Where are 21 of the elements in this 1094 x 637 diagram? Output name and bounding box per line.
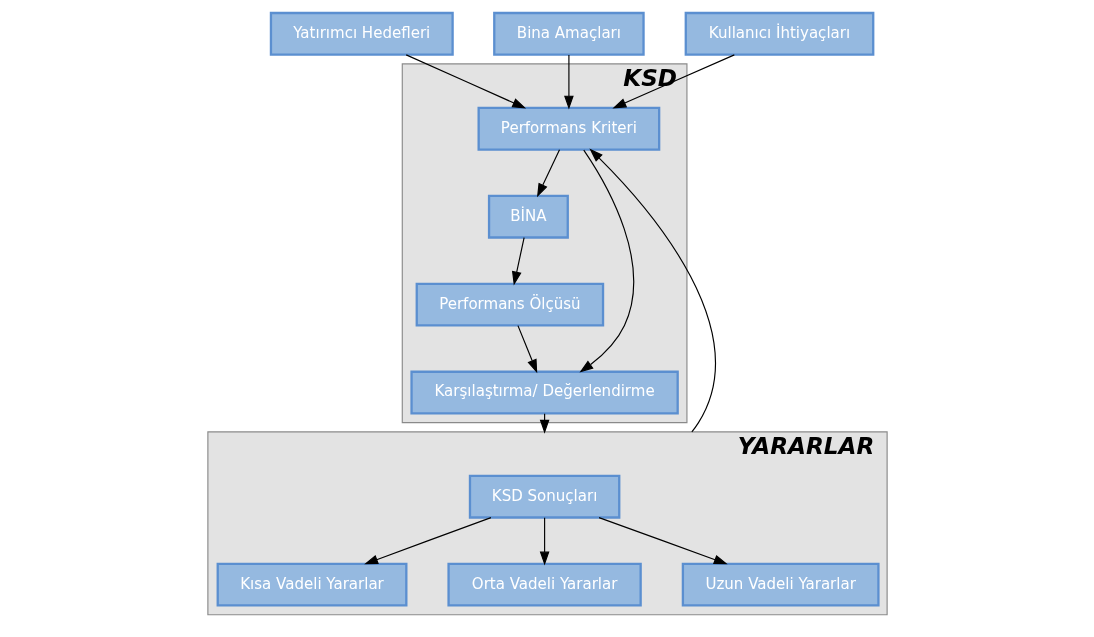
arrow xyxy=(511,237,525,286)
arrow xyxy=(611,54,735,109)
node-box: Performans Ölçüsü xyxy=(415,282,604,327)
node-box: Kısa Vadeli Yararlar xyxy=(216,562,407,607)
arrow xyxy=(363,517,492,565)
node-box: KSD Sonuçları xyxy=(468,474,620,519)
arrow xyxy=(536,149,560,198)
node-box: Orta Vadeli Yararlar xyxy=(446,562,642,607)
arrow xyxy=(539,517,549,566)
node-box: Uzun Vadeli Yararlar xyxy=(681,562,880,607)
arrow xyxy=(516,325,537,374)
node-box: BİNA xyxy=(487,194,569,239)
node-box: Yatırımcı Hedefleri xyxy=(269,11,454,56)
arrow xyxy=(597,517,728,565)
node-box: Bina Amaçları xyxy=(492,11,645,56)
node-box: Kullanıcı İhtiyaçları xyxy=(684,11,874,56)
arrow xyxy=(578,149,634,373)
node-box: Karşılaştırma/ Değerlendirme xyxy=(409,370,679,415)
arrow xyxy=(563,54,574,110)
node-box: Performans Kriteri xyxy=(477,106,660,151)
arrow xyxy=(405,54,526,109)
